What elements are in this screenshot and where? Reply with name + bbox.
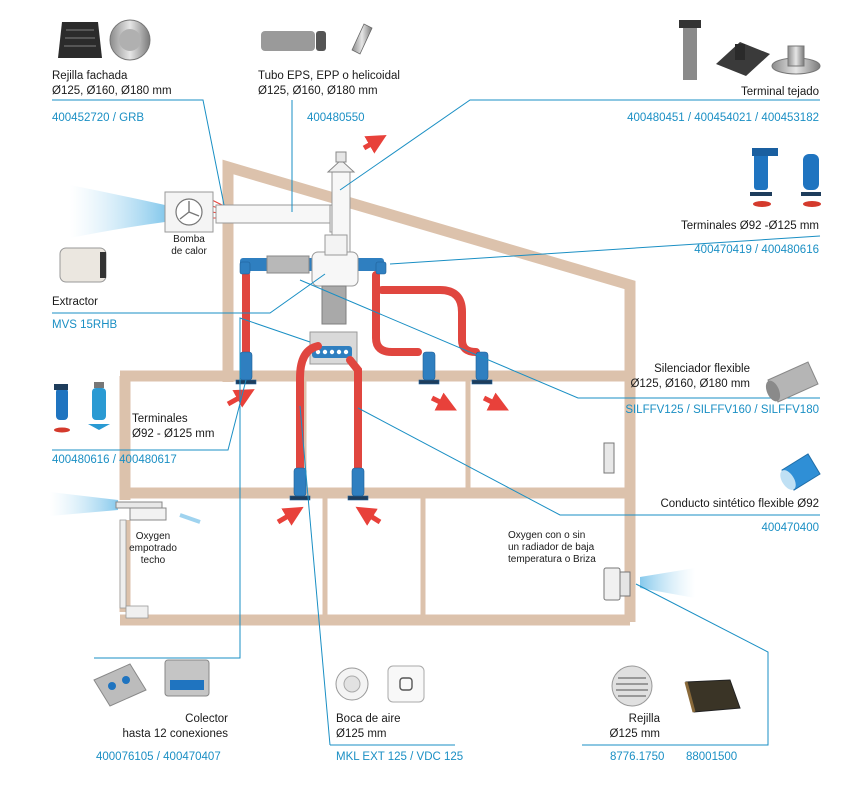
colector-name: Colector <box>185 713 228 725</box>
extractor-icon <box>59 247 107 283</box>
silenciador-code: SILFFV125 / SILFFV160 / SILFFV180 <box>625 404 819 416</box>
oxygen-radiador-label-2: un radiador de baja <box>508 542 595 553</box>
tubo-size: Ø125, Ø160, Ø180 mm <box>258 85 378 97</box>
oxygen-radiator-unit <box>603 567 621 601</box>
bomba-calor-label-1: Bomba <box>173 234 205 245</box>
blue-terminals <box>235 261 493 501</box>
tubo-icons <box>261 23 373 55</box>
terminales-92-125-name: Terminales Ø92 -Ø125 mm <box>680 220 819 232</box>
extract-air-arrows <box>226 135 509 526</box>
terminal-tejado-code: 400480451 / 400454021 / 400453182 <box>627 112 819 124</box>
rejilla-fachada-code: 400452720 / GRB <box>52 112 145 124</box>
rejilla-code-1: 8776.1750 <box>610 751 665 763</box>
terminales-left-size: Ø92 - Ø125 mm <box>132 428 215 440</box>
tubo-code: 400480550 <box>307 112 365 124</box>
silenciador-size: Ø125, Ø160, Ø180 mm <box>630 378 750 390</box>
terminal-tejado-name: Terminal tejado <box>741 86 819 98</box>
house-roof-outline <box>222 159 636 622</box>
outdoor-air-stream-right <box>640 568 695 598</box>
terminales-left-code: 400480616 / 400480617 <box>52 454 177 466</box>
conducto-sintetico-icon <box>780 453 821 491</box>
rejilla-fachada-size: Ø125, Ø160, Ø180 mm <box>52 85 172 97</box>
oxygen-ceiling-unit <box>115 501 163 509</box>
oxygen-techo-label-1: Oxygen <box>135 531 171 542</box>
rejilla-fachada-name: Rejilla fachada <box>52 70 128 82</box>
wall-thermostat <box>603 442 615 474</box>
rejilla-size: Ø125 mm <box>609 728 661 740</box>
bomba-calor-label-2: de calor <box>171 246 207 257</box>
colector-icons <box>93 659 210 707</box>
outdoor-air-stream-lower-left <box>50 492 118 516</box>
colector-size: hasta 12 conexiones <box>122 728 229 740</box>
boca-aire-name: Boca de aire <box>336 713 401 725</box>
terminales-92-125-code: 400470419 / 400480616 <box>694 244 819 256</box>
oxygen-ceiling-air-arrow <box>179 513 201 524</box>
roof-terminal-cap <box>326 159 356 173</box>
exhaust-tube-horizontal <box>215 204 341 224</box>
rejilla-icons <box>611 665 741 713</box>
extractor-code: MVS 15RHB <box>52 319 118 331</box>
conducto-sintetico-name: Conducto sintético flexible Ø92 <box>660 498 819 510</box>
boca-aire-icons <box>335 665 425 703</box>
oxygen-radiador-label-3: temperatura o Briza <box>508 554 596 565</box>
red-flexible-ducts <box>242 271 480 474</box>
extractor-unit <box>311 251 359 287</box>
oxygen-radiador-label-1: Oxygen con o sin <box>508 530 586 541</box>
rejilla-fachada-icons <box>58 19 151 61</box>
silencer-segment <box>266 255 310 274</box>
boca-aire-code: MKL EXT 125 / VDC 125 <box>336 751 464 763</box>
colector-code: 400076105 / 400470407 <box>96 751 221 763</box>
terminales-92-125-icons <box>750 148 821 207</box>
terminales-left-icons <box>54 382 110 433</box>
rejilla-code-2: 88001500 <box>686 751 738 763</box>
house-structure <box>119 159 636 626</box>
terminales-left-name: Terminales <box>132 413 188 425</box>
extractor-name: Extractor <box>52 296 99 308</box>
silenciador-icon <box>765 361 819 403</box>
boca-aire-size: Ø125 mm <box>336 728 387 740</box>
wall-pipe <box>119 519 127 609</box>
silenciador-name: Silenciador flexible <box>654 363 750 375</box>
oxygen-techo-label-3: techo <box>140 555 166 566</box>
terminal-tejado-icons <box>679 20 821 80</box>
flexible-connector <box>321 285 347 325</box>
conducto-sintetico-code: 400470400 <box>761 522 819 534</box>
tubo-name: Tubo EPS, EPP o helicoidal <box>258 70 400 82</box>
oxygen-techo-label-2: empotrado <box>129 543 177 554</box>
callout-lines <box>52 99 821 746</box>
outdoor-air-stream-left <box>70 185 165 238</box>
rejilla-name: Rejilla <box>628 713 660 725</box>
